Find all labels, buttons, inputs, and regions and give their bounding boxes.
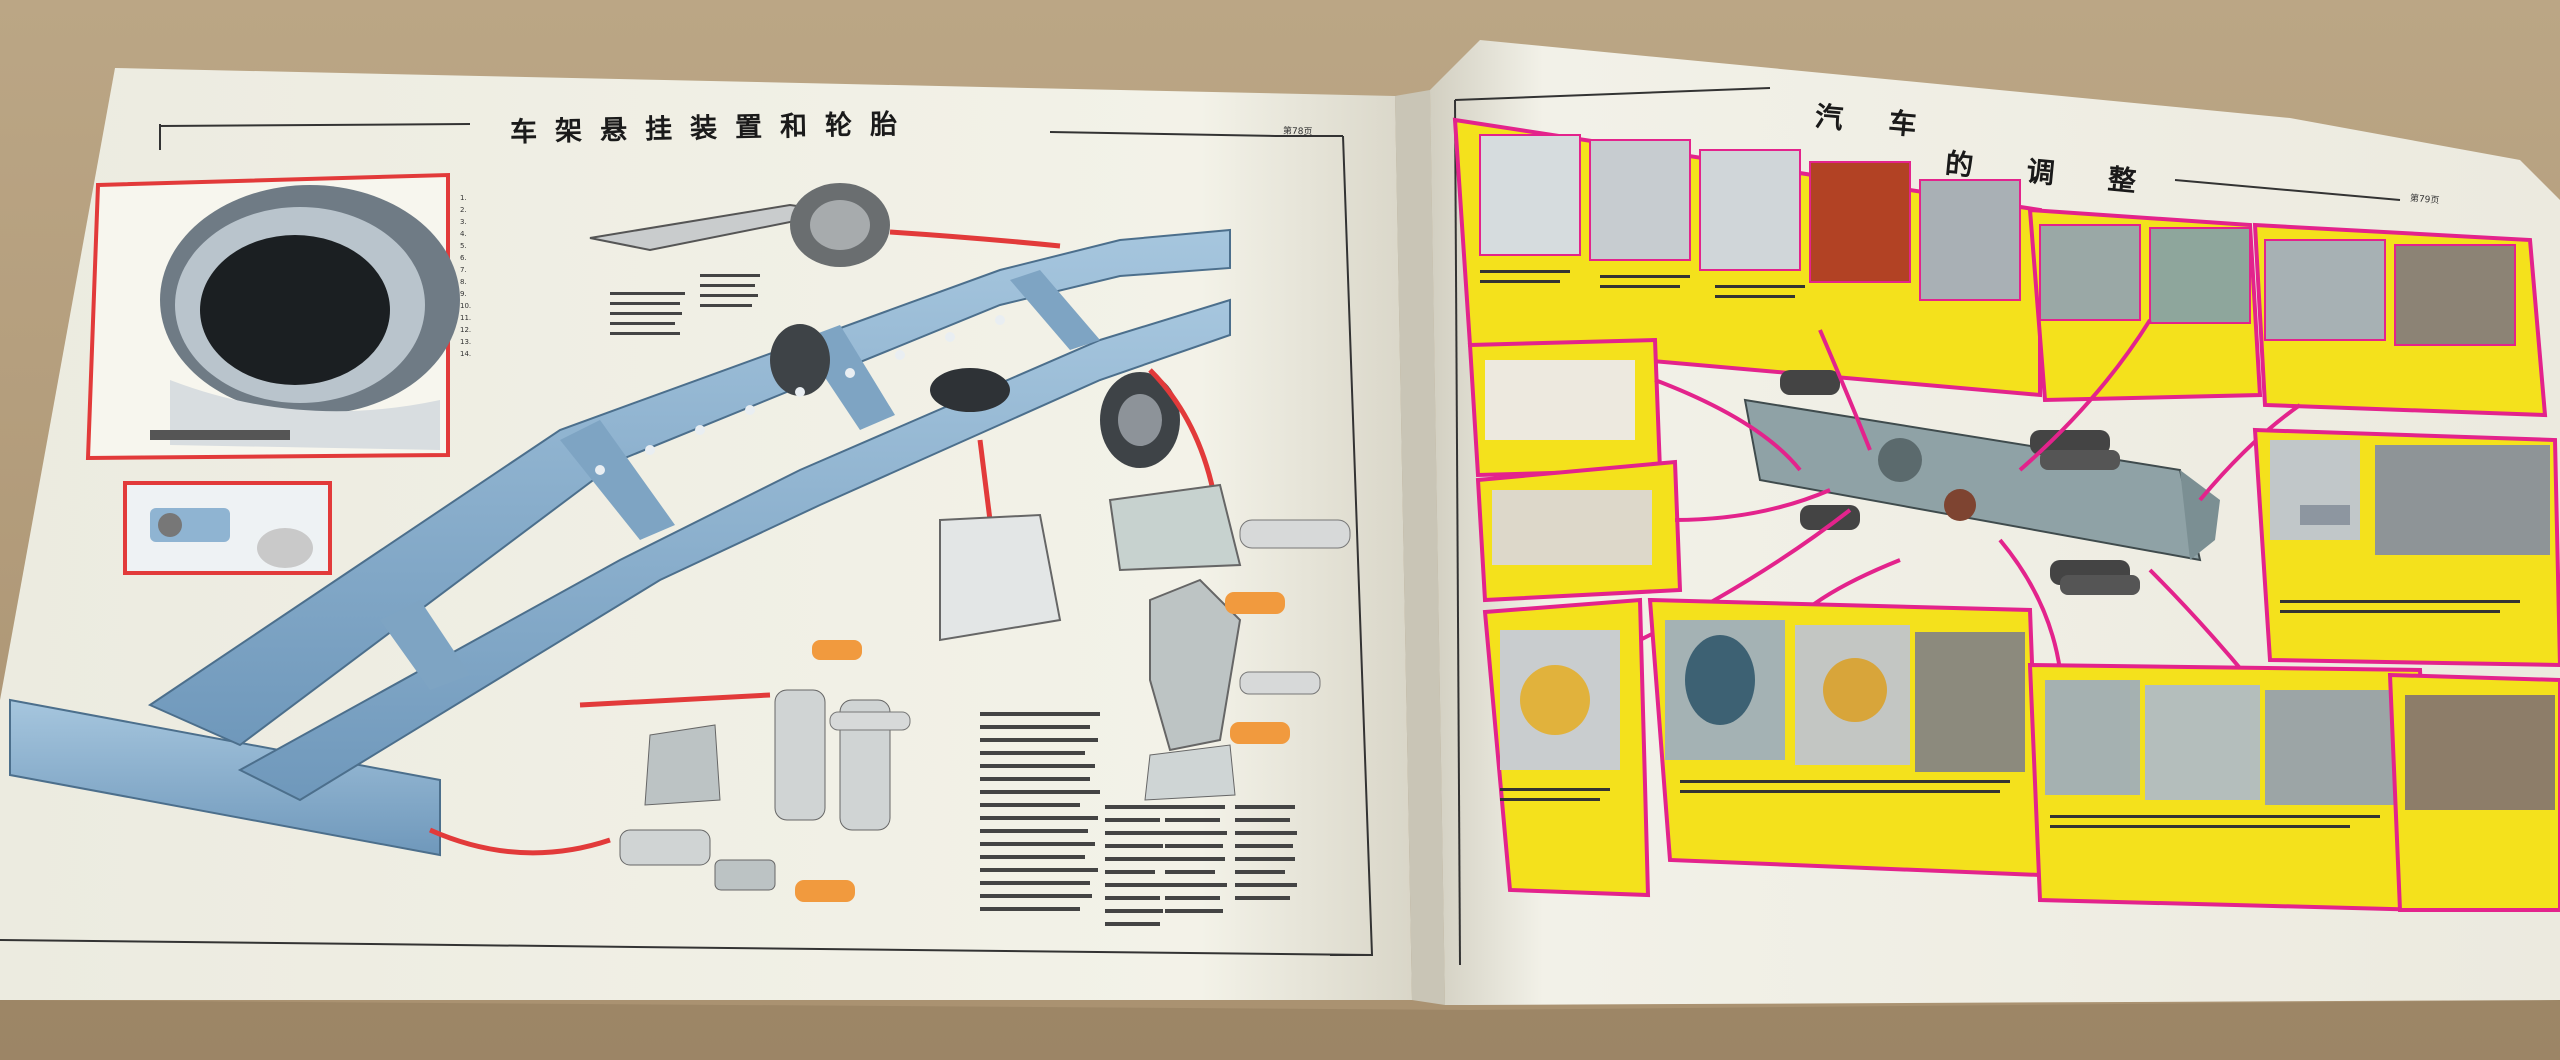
svg-text:10.: 10. — [460, 302, 471, 310]
adjustment-panel-bottom-row — [1647, 597, 2560, 913]
svg-text:11.: 11. — [460, 314, 471, 322]
svg-text:3.: 3. — [460, 218, 467, 226]
svg-text:13.: 13. — [460, 338, 471, 346]
svg-text:1.: 1. — [460, 194, 467, 202]
svg-text:12.: 12. — [460, 326, 471, 334]
right-page — [1430, 40, 2560, 1005]
truck-chassis-diagram — [1743, 370, 2220, 595]
book-shadow — [0, 1000, 2560, 1060]
svg-text:8.: 8. — [460, 278, 467, 286]
svg-text:4.: 4. — [460, 230, 467, 238]
svg-text:14.: 14. — [460, 350, 471, 358]
adjustment-panel-left-column — [1467, 337, 1683, 898]
book-gutter — [1395, 90, 1445, 1005]
chassis-frame-illustration — [9, 228, 1231, 857]
svg-text:6.: 6. — [460, 254, 467, 262]
adjustment-panel-right-middle — [2252, 427, 2560, 668]
svg-text:5.: 5. — [460, 242, 467, 250]
tire-cutaway-illustration: 1. 2. 3. 4. 5. 6. 7. 8. 9. 10. 11. 12. 13. 14. — [85, 172, 471, 461]
left-page: 1. 2. 3. 4. 5. 6. 7. 8. 9. 10. 11. 12. 13. 14. — [0, 68, 1412, 1000]
spring-pin-illustration — [123, 481, 332, 575]
caption-text — [1480, 270, 2520, 828]
svg-text:2.: 2. — [460, 206, 467, 214]
left-page-number: 第78页 — [1282, 126, 1313, 138]
parts-list-text — [610, 274, 1297, 926]
svg-text:9.: 9. — [460, 290, 467, 298]
leaf-spring-illustration — [589, 183, 1061, 267]
exploded-parts-illustration — [619, 483, 1351, 902]
right-page-number: 第79页 — [2409, 193, 2440, 207]
svg-text:7.: 7. — [460, 266, 467, 274]
adjustment-panel-top-row — [1452, 117, 2548, 418]
